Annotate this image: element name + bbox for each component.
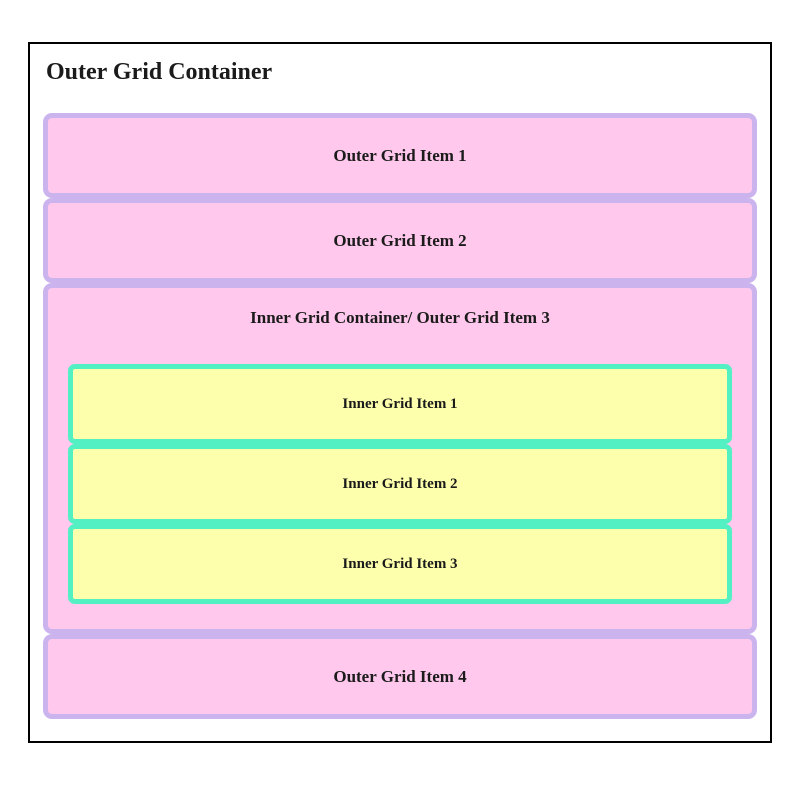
outer-grid-item-4: Outer Grid Item 4: [43, 634, 757, 719]
inner-grid-item-3: Inner Grid Item 3: [68, 524, 732, 604]
outer-grid: Outer Grid Item 1 Outer Grid Item 2 Inne…: [43, 113, 757, 719]
inner-grid-container-label: Inner Grid Container/ Outer Grid Item 3: [250, 308, 550, 327]
outer-grid-item-2: Outer Grid Item 2: [43, 198, 757, 283]
inner-grid-container-outer-grid-item-3: Inner Grid Container/ Outer Grid Item 3 …: [43, 283, 757, 634]
inner-grid-item-1: Inner Grid Item 1: [68, 364, 732, 444]
outer-grid-item-1: Outer Grid Item 1: [43, 113, 757, 198]
outer-grid-container: Outer Grid Container Outer Grid Item 1 O…: [28, 42, 772, 743]
page-title: Outer Grid Container: [46, 59, 273, 85]
inner-grid: Inner Grid Item 1 Inner Grid Item 2 Inne…: [68, 364, 732, 604]
inner-grid-item-2: Inner Grid Item 2: [68, 444, 732, 524]
